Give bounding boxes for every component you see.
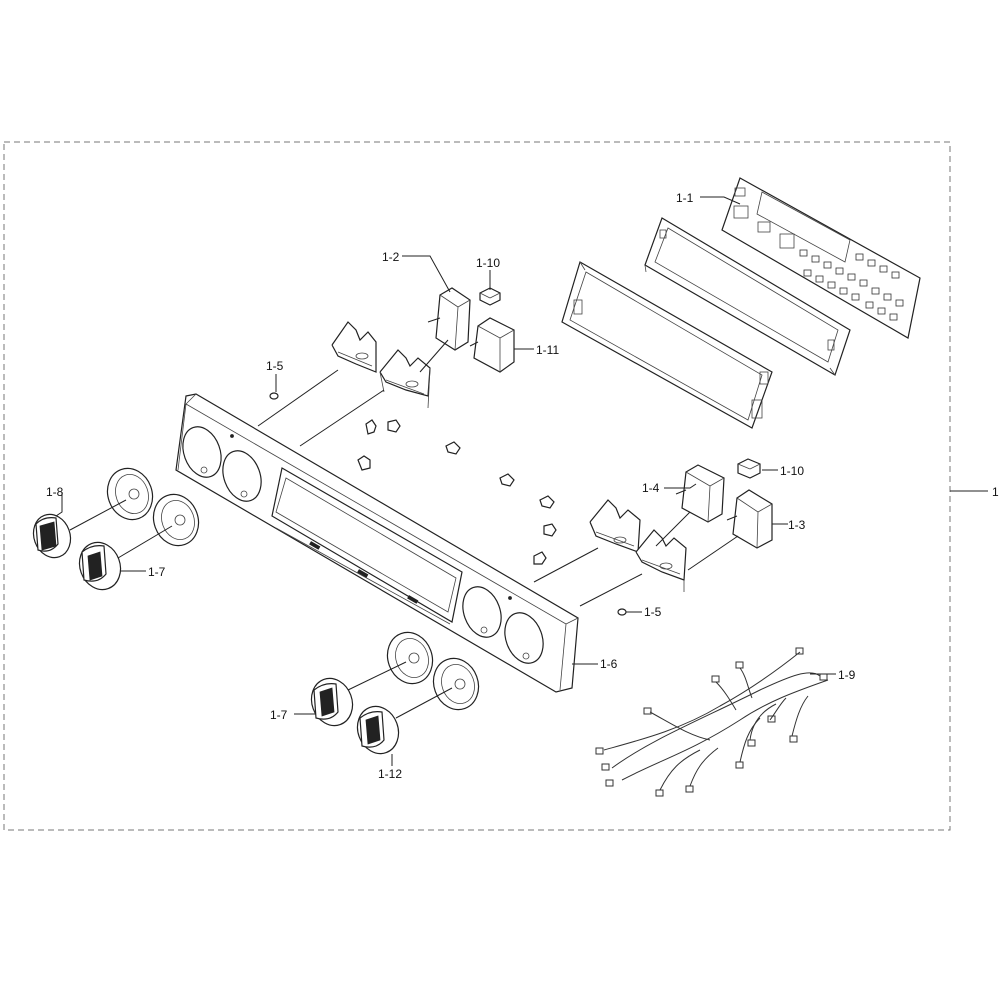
knob-1-7-bottom [310, 677, 354, 727]
knob-1-12 [356, 705, 400, 755]
knob-bezel-upper-left [106, 467, 154, 521]
knob-bezel-lower-left [152, 493, 200, 547]
label-1-7-bottom: 1-7 [270, 708, 288, 722]
label-1-10-right: 1-10 [780, 464, 804, 478]
connector-1-10-top [479, 287, 501, 306]
knob-1-8 [32, 513, 72, 559]
knob-1-7-left [78, 541, 122, 591]
connector-1-10-right [737, 458, 761, 479]
clips [357, 419, 557, 565]
leader-knob-1-7-left [117, 525, 173, 559]
switch-box-1-3 [726, 489, 773, 549]
label-1-10-top: 1-10 [476, 256, 500, 270]
label-1-1: 1-1 [676, 191, 694, 205]
leader-knob-1-8 [69, 499, 127, 531]
label-assembly: 1 [992, 485, 999, 499]
label-1-2: 1-2 [382, 250, 400, 264]
label-1-8: 1-8 [46, 485, 64, 499]
label-1-7-left: 1-7 [148, 565, 166, 579]
knob-bezel-lower-2 [432, 657, 480, 711]
label-1-6: 1-6 [600, 657, 618, 671]
switch-box-1-4 [675, 464, 725, 523]
leader-knob-1-7-bottom [347, 661, 407, 691]
leader-knob-1-12 [395, 687, 453, 719]
screw-1-5-top [269, 392, 279, 400]
display-frame-rear [644, 217, 851, 376]
label-1-9: 1-9 [838, 668, 856, 682]
label-1-5-bottom: 1-5 [644, 605, 662, 619]
control-panel-housing-1-6 [175, 393, 579, 693]
label-1-12: 1-12 [378, 767, 402, 781]
display-frame-front [561, 261, 773, 429]
assembly-boundary [3, 141, 951, 831]
bracket-pair-lower [589, 499, 687, 592]
label-1-5-top: 1-5 [266, 359, 284, 373]
switch-box-1-2 [427, 287, 471, 351]
knob-bezel-lower-1 [386, 631, 434, 685]
label-1-3: 1-3 [788, 518, 806, 532]
control-overlay-1-1 [721, 177, 921, 339]
screw-1-5-bottom [617, 608, 627, 616]
projection-lines [257, 339, 739, 607]
label-leaders [55, 196, 836, 766]
switch-box-1-11 [469, 317, 515, 373]
label-1-4: 1-4 [642, 481, 660, 495]
bracket-pair-upper [331, 321, 431, 409]
label-1-11: 1-11 [536, 343, 559, 357]
wire-harness-1-9 [595, 647, 829, 797]
